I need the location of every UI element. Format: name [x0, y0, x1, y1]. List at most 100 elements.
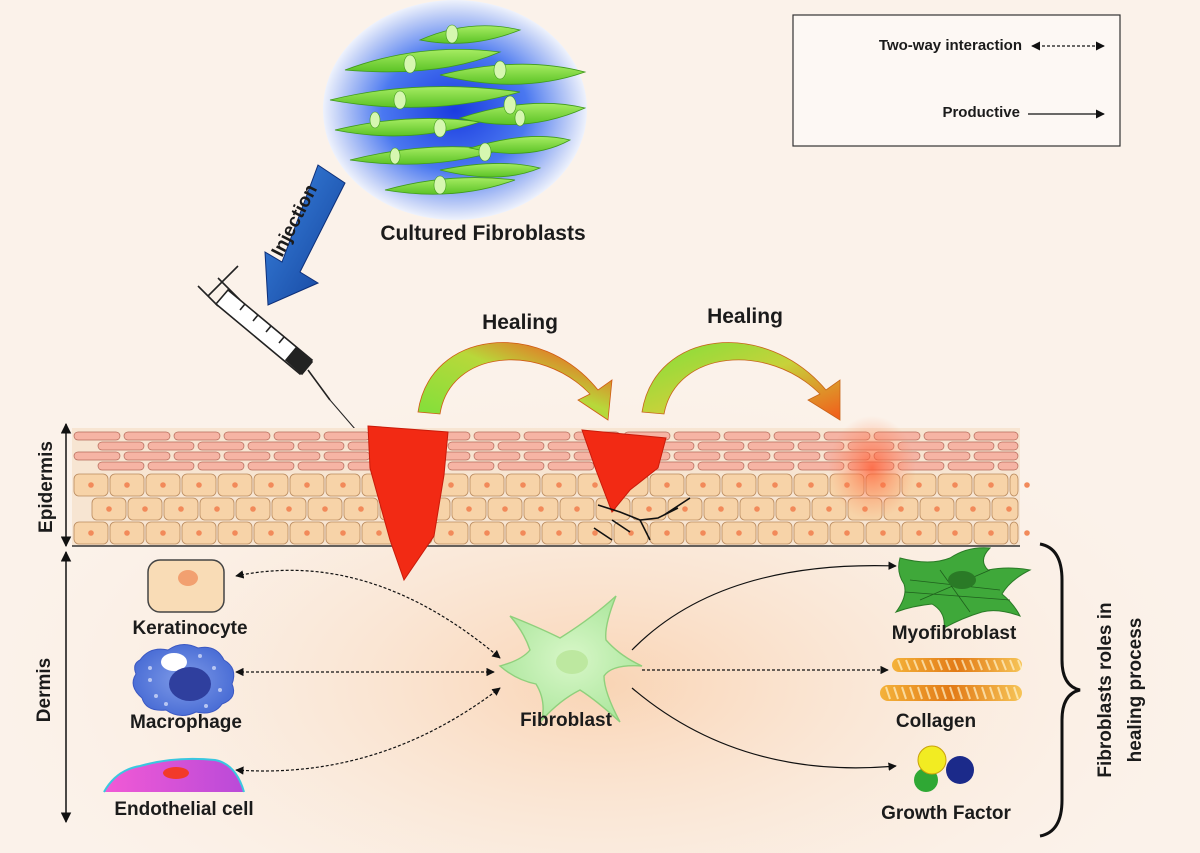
flat-skin-cell	[447, 461, 495, 471]
basal-skin-cell	[775, 497, 811, 521]
basal-skin-cell	[469, 473, 505, 497]
flat-skin-cell	[73, 451, 121, 461]
basal-skin-cell	[181, 473, 217, 497]
flat-skin-cell	[723, 451, 771, 461]
wound-healing	[581, 429, 691, 541]
basal-skin-cell	[973, 521, 1009, 545]
flat-skin-cell	[747, 461, 795, 471]
endothelial-cell	[103, 757, 245, 793]
basal-skin-cell	[433, 521, 469, 545]
collagen-stripe	[937, 659, 943, 671]
fibroblast-label: Fibroblast	[520, 710, 613, 731]
macrophage-cell	[132, 644, 235, 716]
flat-skin-cell	[297, 441, 345, 451]
collagen-stripe	[977, 659, 983, 671]
flat-skin-cell	[173, 431, 221, 441]
basal-skin-cell	[721, 521, 757, 545]
fibroblast-cell	[498, 595, 643, 723]
basal-skin-cell	[451, 497, 487, 521]
flat-skin-cell	[147, 441, 195, 451]
collagen-stripe	[945, 659, 951, 671]
basal-skin-cell	[289, 521, 325, 545]
flat-skin-cell	[73, 431, 121, 441]
macrophage-label: Macrophage	[130, 712, 242, 733]
basal-skin-cell	[145, 473, 181, 497]
collagen-stripe	[941, 686, 947, 700]
collagen-stripe	[997, 686, 1003, 700]
basal-skin-cell	[199, 497, 235, 521]
flat-skin-cell	[273, 431, 321, 441]
flat-skin-cell	[523, 431, 571, 441]
basal-skin-cell	[217, 521, 253, 545]
basal-skin-cell	[73, 473, 109, 497]
epidermis-label: Epidermis	[36, 441, 57, 533]
flat-skin-cell	[247, 461, 295, 471]
basal-skin-cell	[973, 473, 1009, 497]
basal-skin-cell	[181, 521, 217, 545]
basal-skin-cell	[325, 521, 361, 545]
collagen-stripe	[1013, 686, 1019, 700]
flat-skin-cell	[447, 441, 495, 451]
basal-skin-cell	[955, 497, 991, 521]
cultured-fibroblasts-dish	[323, 0, 587, 220]
flat-skin-cell	[673, 451, 721, 461]
collagen-stripe	[901, 686, 907, 700]
basal-skin-cell	[469, 521, 505, 545]
collagen-stripe	[933, 686, 939, 700]
basal-skin-cell	[793, 473, 829, 497]
flat-skin-cell	[197, 461, 245, 471]
endothelial-fibroblast-arrow	[235, 687, 501, 775]
basal-skin-cell	[127, 497, 163, 521]
basal-skin-cell	[703, 497, 739, 521]
legend-two-way-label: Two-way interaction	[879, 37, 1022, 54]
dermis-label: Dermis	[34, 658, 55, 722]
collagen-stripe	[1017, 659, 1023, 671]
basal-skin-cell	[343, 497, 379, 521]
fibroblast-myofibroblast-arrow	[631, 561, 897, 651]
flat-skin-cell	[197, 441, 245, 451]
basal-skin-cell	[577, 521, 613, 545]
collagen-stripe	[925, 686, 931, 700]
flat-skin-cell	[997, 441, 1019, 451]
healing-arrow-2	[641, 342, 841, 421]
collagen-stripe	[961, 659, 967, 671]
flat-skin-cell	[247, 441, 295, 451]
basal-skin-cell	[829, 521, 865, 545]
basal-skin-cell	[667, 497, 703, 521]
injection-arrow	[264, 164, 346, 306]
basal-skin-cell	[235, 497, 271, 521]
basal-skin-cell	[631, 497, 667, 521]
basal-skin-cell	[217, 473, 253, 497]
roles-label-line-1: Fibroblasts roles in	[1095, 602, 1116, 777]
flat-skin-cell	[223, 431, 271, 441]
basal-skin-cell	[271, 497, 307, 521]
keratinocyte-fibroblast-arrow	[235, 569, 501, 659]
collagen-fibers	[880, 658, 1023, 701]
flat-skin-cell	[697, 461, 745, 471]
collagen-stripe	[897, 659, 903, 671]
collagen-label: Collagen	[896, 711, 976, 732]
basal-skin-cell	[289, 473, 325, 497]
endothelial-label: Endothelial cell	[114, 799, 253, 820]
collagen-stripe	[929, 659, 935, 671]
flat-skin-cell	[947, 461, 995, 471]
flat-skin-cell	[173, 451, 221, 461]
legend-productive-label: Productive	[942, 104, 1020, 121]
flat-skin-cell	[747, 441, 795, 451]
basal-skin-cell	[991, 497, 1019, 521]
collagen-stripe	[953, 659, 959, 671]
collagen-stripe	[989, 686, 995, 700]
flat-skin-cell	[297, 461, 345, 471]
collagen-stripe	[957, 686, 963, 700]
flat-skin-cell	[923, 431, 971, 441]
wound-healed	[828, 416, 916, 520]
flat-skin-cell	[273, 451, 321, 461]
flat-skin-cell	[473, 431, 521, 441]
basal-skin-cell	[109, 521, 145, 545]
flat-skin-cell	[323, 451, 371, 461]
collagen-stripe	[913, 659, 919, 671]
flat-skin-cell	[123, 431, 171, 441]
flat-skin-cell	[523, 451, 571, 461]
